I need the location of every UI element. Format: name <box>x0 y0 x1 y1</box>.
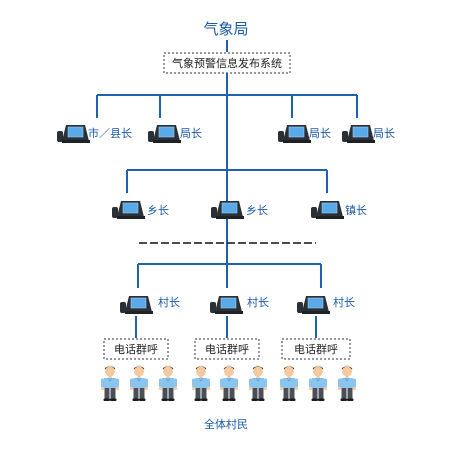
tier2-label: 镇长 <box>345 203 367 217</box>
villager-icon <box>248 365 268 402</box>
tier1-label: 局长 <box>373 127 395 140</box>
tier2-node: 乡长 <box>210 200 268 220</box>
desk-phone-icon <box>296 295 331 315</box>
villager-icon <box>308 365 328 402</box>
villager-icon <box>337 365 357 402</box>
footer-label: 全体村民 <box>204 417 248 431</box>
villager-icon <box>279 365 299 402</box>
villagers <box>100 365 357 402</box>
system-box-label: 气象预警信息发布系统 <box>172 56 282 70</box>
tier3-label: 村长 <box>333 295 355 309</box>
tier3-branch <box>137 254 322 288</box>
desk-phone-icon <box>277 124 312 144</box>
villager-icon <box>158 365 178 402</box>
desk-phone-icon <box>210 200 245 220</box>
diagram-title: 气象局 <box>203 20 248 38</box>
tier3-node: 村长 <box>296 295 355 338</box>
call-box: 电话群呼 <box>281 338 351 360</box>
call-box-label: 电话群呼 <box>205 342 249 356</box>
villager-icon <box>191 365 211 402</box>
tier2-node: 乡长 <box>111 200 169 220</box>
tier2-label: 乡长 <box>147 204 169 217</box>
villager-icon <box>100 365 120 402</box>
tier1-label: 局长 <box>180 127 202 140</box>
tier1-node: 局长 <box>147 124 202 144</box>
call-box: 电话群呼 <box>194 338 260 360</box>
tier1-label: 局长 <box>309 127 331 140</box>
tier1-node: 局长 <box>277 124 331 144</box>
tier2-branch <box>126 169 328 193</box>
tier3-label: 村长 <box>158 295 180 309</box>
tier1-branch <box>96 94 358 118</box>
tier3-node: 村长 <box>209 295 269 338</box>
tier1-node: 局长 <box>341 124 395 144</box>
desk-phone-icon <box>111 200 146 220</box>
villager-icon <box>219 365 239 402</box>
desk-phone-icon <box>209 295 244 315</box>
call-box-label: 电话群呼 <box>294 342 338 356</box>
tier1-label: 市／县长 <box>88 126 132 140</box>
villager-icon <box>129 365 149 402</box>
tier3-label: 村长 <box>247 295 269 309</box>
tier2-node: 镇长 <box>310 200 367 220</box>
desk-phone-icon <box>56 124 91 144</box>
tier3-node: 村长 <box>119 295 180 338</box>
desk-phone-icon <box>341 124 376 144</box>
call-box: 电话群呼 <box>103 338 169 360</box>
desk-phone-icon <box>310 200 345 220</box>
tier2-label: 乡长 <box>246 204 268 217</box>
tier1-node: 市／县长 <box>56 124 132 144</box>
call-box-label: 电话群呼 <box>114 342 158 356</box>
desk-phone-icon <box>147 124 182 144</box>
desk-phone-icon <box>119 295 154 315</box>
